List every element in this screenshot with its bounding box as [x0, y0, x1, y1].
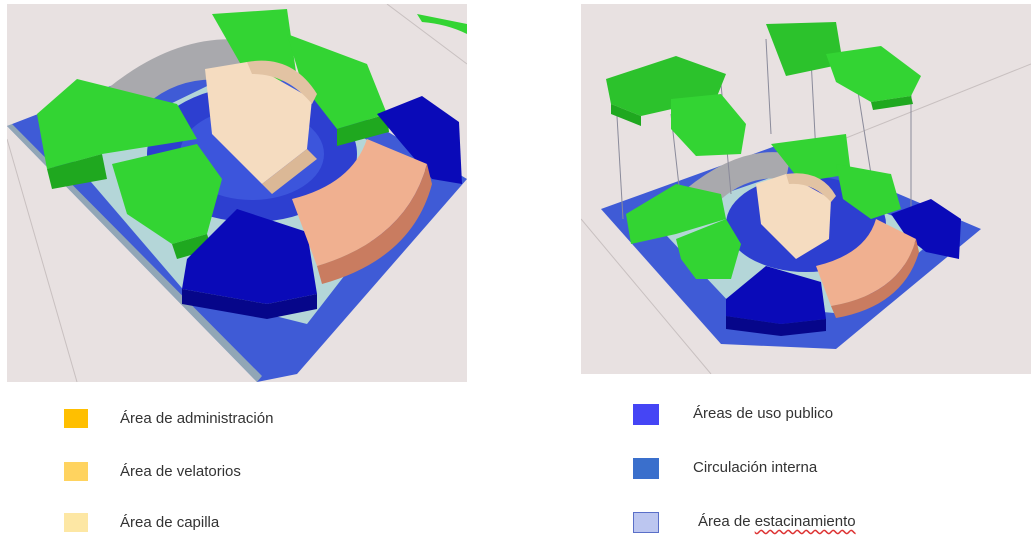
- circulation-ring-gray: [107, 39, 267, 105]
- swatch-uso-publico: [633, 403, 659, 425]
- zoning-model-assembled: [7, 4, 467, 382]
- legend-left: Área de administración Área de velatorio…: [64, 404, 384, 534]
- central-building-roof: [786, 173, 836, 202]
- legend-label-estacionamiento-prefix: Área de: [698, 513, 755, 530]
- legend-label-circulacion: Circulación interna: [693, 459, 818, 476]
- legend-label-uso-publico: Áreas de uso publico: [693, 405, 834, 422]
- swatch-estacionamiento: [633, 511, 659, 533]
- green-block-lower-left-side: [172, 234, 212, 259]
- zoning-model-exploded: [581, 22, 1031, 374]
- green-block-lower-left: [112, 144, 222, 244]
- legend-item-capilla: [64, 510, 88, 534]
- legend-right: Áreas de uso publico Circulación interna…: [633, 402, 973, 534]
- swatch-velatorios: [64, 461, 88, 481]
- green-block-ground-top: [771, 134, 851, 182]
- guide-line: [386, 4, 467, 65]
- legend-item-uso-publico: [633, 402, 659, 426]
- legend-label-estacionamiento-word: estacinamiento: [754, 513, 856, 530]
- legend-label-velatorios: Área de velatorios: [120, 463, 241, 480]
- guide-line: [581, 218, 712, 374]
- legend-label-estacionamiento: Área de estacinamiento: [698, 513, 856, 530]
- peach-block-side: [831, 239, 919, 318]
- legend-label-administracion: Área de administración: [120, 410, 274, 427]
- blue-block-bottom: [726, 266, 826, 324]
- green-block-floating-top: [766, 22, 843, 76]
- green-block-ground-left: [626, 184, 726, 244]
- guide-line: [7, 138, 78, 382]
- blue-block-right: [891, 199, 961, 259]
- legend-item-estacionamiento: [633, 510, 659, 534]
- swatch-capilla: [64, 512, 88, 532]
- peach-block: [292, 139, 427, 266]
- blue-block-bottom: [182, 209, 317, 304]
- green-block-left-side: [47, 154, 107, 189]
- swatch-administracion: [64, 408, 88, 428]
- green-block-floating-right: [826, 46, 921, 102]
- central-building-roof: [247, 60, 317, 104]
- green-block-ground-lower-left: [676, 219, 741, 279]
- central-building-side: [262, 149, 317, 194]
- blue-block-right: [377, 96, 462, 184]
- model-view-exploded: [581, 4, 1031, 374]
- green-block-floating-mid: [671, 94, 746, 156]
- blue-block-bottom-side: [182, 289, 317, 319]
- legend-label-capilla: Área de capilla: [120, 514, 220, 531]
- blue-block-bottom-side: [726, 316, 826, 336]
- central-building: [205, 62, 312, 184]
- legend-item-velatorios: [64, 459, 88, 483]
- green-block-ground-right: [836, 164, 901, 219]
- peach-block: [816, 219, 916, 306]
- model-view-assembled: [7, 4, 467, 382]
- legend-item-circulacion: [633, 456, 659, 480]
- slab-edge: [7, 124, 262, 382]
- green-block-left: [37, 79, 197, 169]
- swatch-circulacion: [633, 457, 659, 479]
- green-block-top-right: [287, 34, 387, 129]
- green-block-floating-left-side: [611, 104, 641, 126]
- legend-item-administracion: [64, 406, 88, 430]
- central-building: [756, 174, 831, 259]
- green-block-top-right-side: [337, 114, 389, 146]
- green-block-floating-right-side: [871, 96, 913, 110]
- circulation-ring-gray: [686, 152, 791, 204]
- green-block-corner: [417, 14, 467, 34]
- peach-block-side: [317, 164, 432, 284]
